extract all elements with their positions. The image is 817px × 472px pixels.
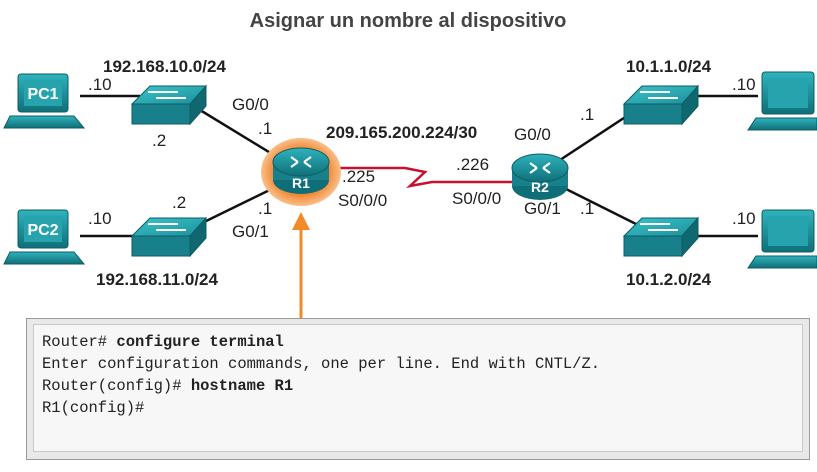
link-r2-sw3 <box>559 108 637 162</box>
switch-2-icon <box>130 216 208 258</box>
switch-4-icon <box>622 216 700 258</box>
page-title: Asignar un nombre al dispositivo <box>250 10 567 32</box>
network-topology-diagram: Asignar un nombre al dispositivo PC1 PC2 <box>3 10 817 318</box>
link-r2-sw4 <box>559 184 637 226</box>
pc4-icon <box>747 209 817 269</box>
cli-prompt: Router(config)# <box>42 377 191 395</box>
addr-pc1: .10 <box>88 75 112 94</box>
addr-r2-g00: .1 <box>580 105 594 124</box>
switch-3-icon <box>622 84 700 126</box>
network-label-lan2: 192.168.11.0/24 <box>96 270 219 289</box>
intf-r2-g01: G0/1 <box>524 199 561 218</box>
intf-r1-s000: S0/0/0 <box>338 191 387 210</box>
addr-pc2: .10 <box>88 209 112 228</box>
cli-line-1: Router# configure terminal <box>42 331 794 353</box>
addr-r2-s000: .226 <box>456 155 489 174</box>
network-label-lan1: 192.168.10.0/24 <box>103 57 226 76</box>
intf-r2-s000: S0/0/0 <box>452 189 501 208</box>
network-label-wan: 209.165.200.224/30 <box>326 123 477 142</box>
addr-sw2: .2 <box>172 193 186 212</box>
addr-r1-g01: .1 <box>258 199 272 218</box>
cli-line-4: R1(config)# <box>42 399 145 417</box>
pc1-label: PC1 <box>27 86 58 103</box>
intf-r1-g00: G0/0 <box>232 95 269 114</box>
pc2-icon: PC2 <box>3 209 86 265</box>
router-r2-icon: R2 <box>511 153 569 200</box>
intf-r2-g00: G0/0 <box>514 125 551 144</box>
addr-r2-g01: .1 <box>580 199 594 218</box>
link-sw1-r1 <box>199 108 283 162</box>
network-label-lan4: 10.1.2.0/24 <box>626 270 712 289</box>
cli-line-2: Enter configuration commands, one per li… <box>42 355 601 373</box>
router-r2-label: R2 <box>531 179 549 195</box>
pointer-arrow-head <box>292 212 310 230</box>
addr-sw1: .2 <box>152 131 166 150</box>
addr-r1-s000: .225 <box>342 167 375 186</box>
cli-command: hostname R1 <box>190 377 294 395</box>
addr-pc4: .10 <box>732 209 756 228</box>
pc1-icon: PC1 <box>3 73 86 129</box>
network-label-lan3: 10.1.1.0/24 <box>626 57 712 76</box>
router-r1-icon: R1 <box>261 138 341 206</box>
addr-pc3: .10 <box>732 75 756 94</box>
cli-line-3: Router(config)# hostname R1 <box>42 375 794 397</box>
pc3-icon <box>747 71 817 131</box>
cli-prompt: Router# <box>42 333 117 351</box>
cli-command: configure terminal <box>116 333 284 351</box>
switch-1-icon <box>130 84 208 126</box>
addr-r1-g00: .1 <box>258 119 272 138</box>
router-r1-label: R1 <box>292 175 310 191</box>
serial-link-r1-r2 <box>332 166 518 188</box>
pc2-label: PC2 <box>27 222 58 239</box>
intf-r1-g01: G0/1 <box>232 222 269 241</box>
